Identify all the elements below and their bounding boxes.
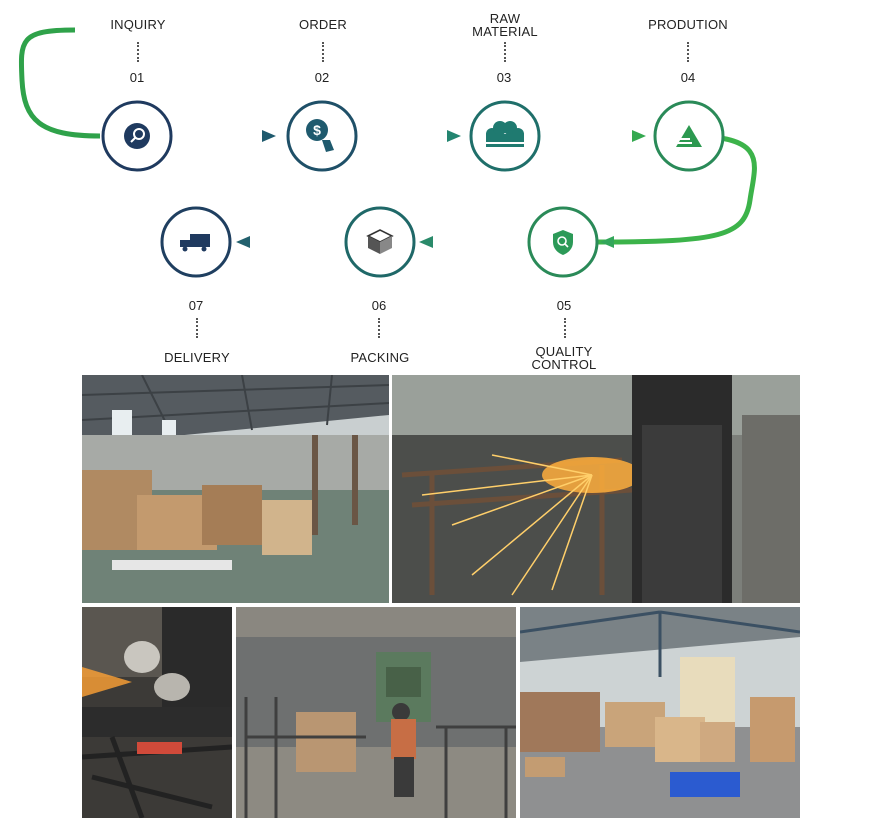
arrow-4 [600, 236, 614, 248]
svg-text:$: $ [313, 122, 321, 138]
warehouse-lumber-photo [82, 375, 389, 603]
step-2-node: $ [286, 100, 358, 172]
step-3-node [469, 100, 541, 172]
step-6-number: 06 [371, 298, 387, 313]
punch-press-photo [236, 607, 516, 818]
step-5-number: 05 [556, 298, 572, 313]
box-icon [366, 229, 394, 254]
carton-warehouse-photo [520, 607, 800, 818]
step-2-number: 02 [314, 70, 330, 85]
step-1-label: INQUIRY [110, 17, 166, 32]
entry-curve [18, 27, 101, 139]
step-5-dots [564, 318, 566, 338]
arrow-5 [419, 236, 433, 248]
step-3-dots [504, 42, 506, 62]
step-7-number: 07 [188, 298, 204, 313]
lumber-stack-icon [486, 121, 524, 147]
step-1-node [101, 100, 173, 172]
production-icon [676, 125, 702, 147]
step-4-dots [687, 42, 689, 62]
step-7-dots [196, 318, 198, 338]
grinding-photo [82, 607, 232, 818]
process-flow-path: $ [18, 27, 757, 278]
step-7-label: DELIVERY [164, 350, 230, 365]
process-flow-diagram: $ [0, 0, 873, 372]
step-2-dots [322, 42, 324, 62]
arrow-2 [447, 130, 461, 142]
shield-search-icon [553, 230, 573, 255]
step-5-label: QUALITY CONTROL [531, 344, 597, 372]
arrow-6 [236, 236, 250, 248]
step-6-dots [378, 318, 380, 338]
magnifier-icon [124, 123, 150, 149]
step-4-number: 04 [680, 70, 696, 85]
dollar-hand-icon: $ [306, 119, 334, 152]
step-4-label: PRODUTION [648, 17, 728, 32]
step-4-node [653, 100, 725, 172]
arrow-1 [262, 130, 276, 142]
step-2-label: ORDER [299, 17, 347, 32]
step-1-dots [137, 42, 139, 62]
step-7-node [160, 206, 232, 278]
step-5-node [527, 206, 599, 278]
step-3-number: 03 [496, 70, 512, 85]
step-1-number: 01 [129, 70, 145, 85]
right-turn-curve [597, 133, 757, 245]
step-3-label: RAW MATERIAL [472, 11, 538, 39]
step-6-node [344, 206, 416, 278]
welding-sparks-photo [392, 375, 800, 603]
truck-icon [180, 234, 210, 252]
step-6-label: PACKING [350, 350, 410, 365]
arrow-3 [632, 130, 646, 142]
